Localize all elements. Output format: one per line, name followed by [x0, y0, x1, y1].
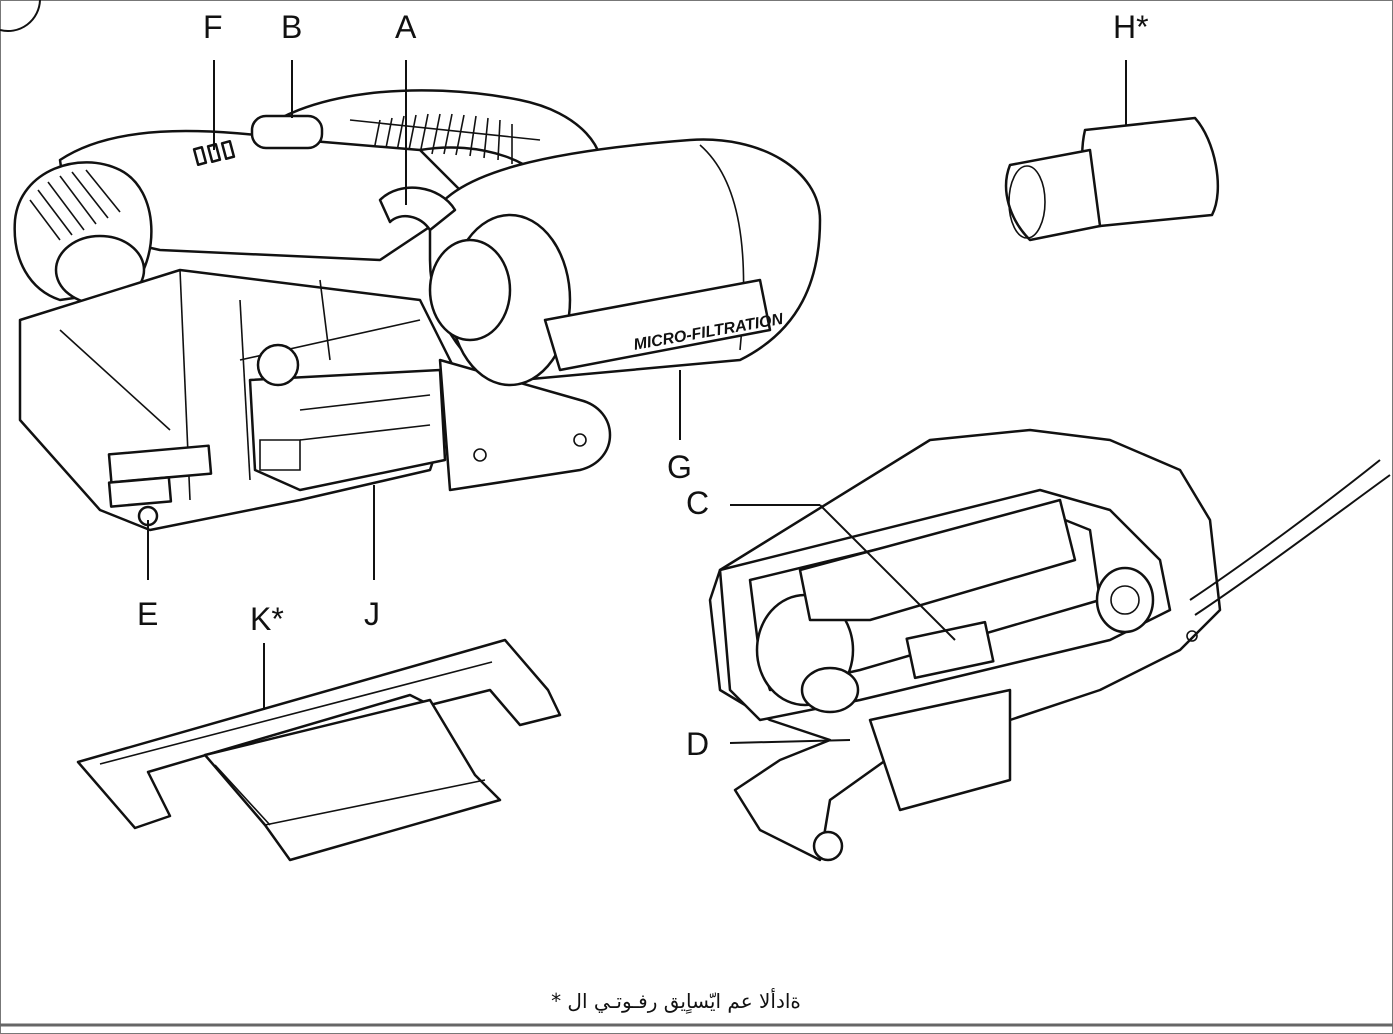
callout-e: E: [137, 596, 158, 632]
footnote: ةادألا عم ايّساٍيق رفـوتـي ال *: [551, 988, 801, 1014]
callout-b: B: [281, 9, 302, 45]
figure-number-circle: [0, 0, 41, 33]
callout-f: F: [203, 9, 223, 45]
callout-h: H*: [1113, 9, 1149, 45]
belt-sander-underside: [708, 428, 1391, 862]
sanding-frame-part-k: [76, 638, 562, 862]
leader-lines: [147, 60, 1127, 744]
callout-g: G: [667, 449, 692, 485]
callout-c: C: [686, 485, 709, 521]
callout-d: D: [686, 726, 709, 762]
callout-j: J: [364, 596, 380, 632]
dust-nozzle-part-h: [1004, 116, 1220, 242]
callout-k: K*: [250, 601, 284, 637]
callout-a: A: [395, 9, 417, 45]
belt-sander-main: MICRO-FILTRATION: [13, 89, 822, 532]
